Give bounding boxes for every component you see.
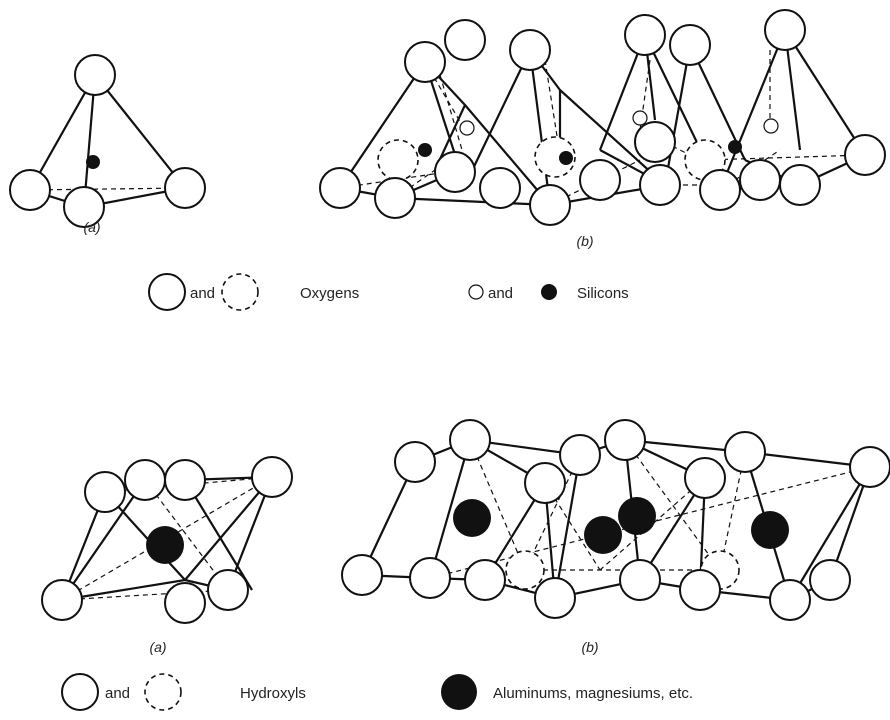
top-label-a: (a)	[83, 219, 100, 235]
bottom-label-a: (a)	[149, 639, 166, 655]
octahedron-single	[41, 456, 293, 624]
oxygen-legend-join: and	[190, 285, 215, 302]
hydroxyl-atom	[394, 441, 436, 483]
silica-tetrahedron-single	[9, 54, 206, 228]
aluminum-atom	[146, 526, 184, 564]
hydroxyl-atom	[724, 431, 766, 473]
hydroxyl-atom	[341, 554, 383, 596]
hydroxyl-atom	[41, 579, 83, 621]
oxygen-legend-icon	[148, 273, 186, 311]
oxygen-atom	[434, 151, 476, 193]
hydroxyl-atom	[524, 462, 566, 504]
hydroxyl-atom	[809, 559, 851, 601]
silicon-legend-join: and	[488, 285, 513, 302]
oxygen-atom	[624, 14, 666, 56]
oxygen-atom	[74, 54, 116, 96]
hydroxyl-atom	[684, 457, 726, 499]
hydroxyl-atom-hidden	[505, 550, 545, 590]
octahedral-sheet	[341, 419, 890, 621]
aluminum-atom	[453, 499, 491, 537]
silicon-legend-icon	[541, 284, 557, 300]
top-legend: and Oxygens and Silicons	[148, 273, 629, 311]
top-label-b: (b)	[576, 233, 593, 249]
oxygen-atom	[164, 167, 206, 209]
oxygen-atom	[529, 184, 571, 226]
silicon-atom-hidden	[459, 120, 475, 136]
oxygen-atom	[669, 24, 711, 66]
oxygen-atom	[63, 186, 105, 228]
hydroxyl-legend-icon	[61, 673, 99, 711]
hydroxyl-legend-join: and	[105, 685, 130, 702]
hydroxyl-atom	[559, 434, 601, 476]
hydroxyl-atom	[464, 559, 506, 601]
hydroxyl-atom	[849, 446, 890, 488]
oxygen-hidden-legend-icon	[221, 273, 259, 311]
silicon-atom	[86, 155, 100, 169]
hydroxyl-atom	[84, 471, 126, 513]
silicon-atom-hidden	[763, 118, 779, 134]
silicon-hidden-legend-icon	[468, 284, 484, 300]
hydroxyl-atom	[409, 557, 451, 599]
tetrahedron-edges	[29, 74, 186, 209]
oxygen-atom	[844, 134, 886, 176]
oxygen-atom	[509, 29, 551, 71]
oxygen-atom	[779, 164, 821, 206]
hydroxyl-atom	[534, 577, 576, 619]
oxygen-atom	[764, 9, 806, 51]
hydroxyl-atom	[769, 579, 811, 621]
silica-sheet	[319, 9, 886, 226]
oxygen-atom	[579, 159, 621, 201]
silicon-atom	[559, 151, 573, 165]
hydroxyl-atom	[124, 459, 166, 501]
oxygen-atom	[739, 159, 781, 201]
aluminum-atom	[584, 516, 622, 554]
oxygen-atom	[404, 41, 446, 83]
hydroxyl-atom	[164, 459, 206, 501]
bottom-legend: and Hydroxyls Aluminums, magnesiums, etc…	[61, 673, 693, 711]
oxygen-atom	[374, 177, 416, 219]
hydroxyl-atom	[619, 559, 661, 601]
tetrahedron-hidden-edge	[29, 187, 186, 191]
hydroxyl-atom	[449, 419, 491, 461]
silicon-legend-label: Silicons	[577, 285, 629, 302]
hydroxyl-legend-label: Hydroxyls	[240, 685, 306, 702]
oxygen-atom-hidden	[534, 136, 576, 178]
hydroxyl-atom	[207, 569, 249, 611]
oxygen-atom	[639, 164, 681, 206]
cation-legend-label: Aluminums, magnesiums, etc.	[493, 685, 693, 702]
cation-legend-icon	[441, 674, 477, 710]
oxygen-atom	[479, 167, 521, 209]
silicon-atom-hidden	[632, 110, 648, 126]
aluminum-atom	[751, 511, 789, 549]
silicon-atom	[728, 140, 742, 154]
hydroxyl-hidden-legend-icon	[144, 673, 182, 711]
oxygen-atom	[699, 169, 741, 211]
oxygen-atom	[444, 19, 486, 61]
oxygen-atom-hidden	[377, 139, 419, 181]
hydroxyl-atom	[679, 569, 721, 611]
oxygen-atom	[319, 167, 361, 209]
oxygen-atom	[634, 121, 676, 163]
bottom-label-b: (b)	[581, 639, 598, 655]
silicon-atom	[418, 143, 432, 157]
oxygen-atom	[9, 169, 51, 211]
hydroxyl-atom	[251, 456, 293, 498]
oxygen-legend-label: Oxygens	[300, 285, 359, 302]
hydroxyl-atom	[164, 582, 206, 624]
aluminum-atom	[618, 497, 656, 535]
hydroxyl-atom	[604, 419, 646, 461]
